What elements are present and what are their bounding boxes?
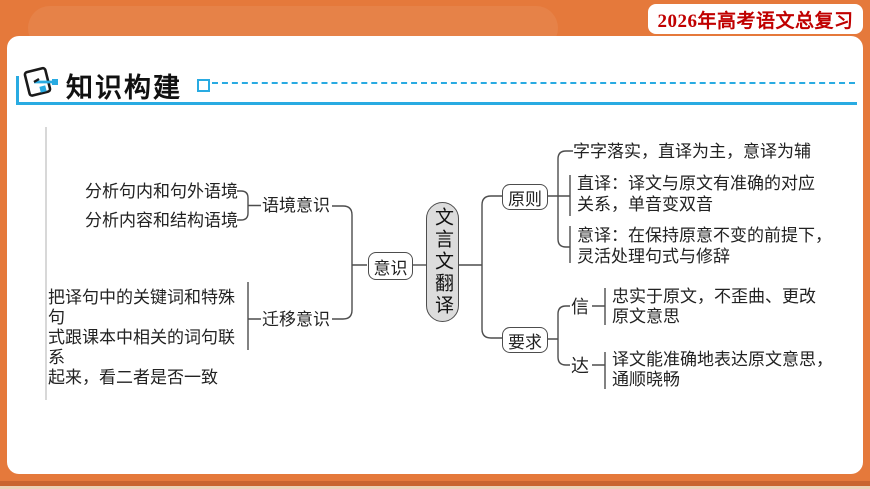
dashed-rule-square xyxy=(197,79,210,92)
principle-item-2: 直译：译文与原文有准确的对应 关系，单音变双音 xyxy=(577,174,815,214)
header-underline xyxy=(16,102,857,105)
node-requirements: 要求 xyxy=(502,327,548,353)
header-underline-vertical xyxy=(16,76,19,103)
node-center-topic: 文言文翻译 xyxy=(426,202,459,322)
node-requirements-label: 要求 xyxy=(508,332,542,352)
principle-item-1: 字字落实，直译为主，意译为辅 xyxy=(573,142,811,161)
frame-bottom-shadow xyxy=(0,481,870,486)
node-awareness-label: 意识 xyxy=(373,258,408,278)
node-center-topic-label: 文言文翻译 xyxy=(432,207,453,317)
edition-badge: 2026年高考语文总复习 xyxy=(648,4,863,34)
requirement-term-da: 达 xyxy=(571,356,589,376)
context-leaf-1: 分析句内和句外语境 xyxy=(85,182,238,201)
requirement-desc-da: 译文能准确地表达原文意思， 通顺晓畅 xyxy=(612,350,833,389)
context-leaf-2: 分析内容和结构语境 xyxy=(85,211,238,230)
frame-bottom-highlight xyxy=(0,486,870,489)
node-transfer-awareness: 迁移意识 xyxy=(262,310,330,329)
node-principles: 原则 xyxy=(502,184,548,210)
section-title: 知识构建 xyxy=(66,73,182,103)
edition-badge-label: 2026年高考语文总复习 xyxy=(657,10,854,32)
node-awareness: 意识 xyxy=(368,252,413,280)
requirement-term-xin: 信 xyxy=(571,297,589,317)
node-context-awareness: 语境意识 xyxy=(262,196,330,215)
transfer-leaf: 把译句中的关键词和特殊句 式跟课本中相关的词句联系 起来，看二者是否一致 xyxy=(48,288,235,387)
page-pen-icon xyxy=(23,66,58,97)
requirement-desc-xin: 忠实于原文，不歪曲、更改 原文意思 xyxy=(612,287,816,326)
node-principles-label: 原则 xyxy=(508,189,542,209)
dashed-rule xyxy=(212,82,855,84)
principle-item-3: 意译：在保持原意不变的前提下， 灵活处理句式与修辞 xyxy=(577,226,832,266)
